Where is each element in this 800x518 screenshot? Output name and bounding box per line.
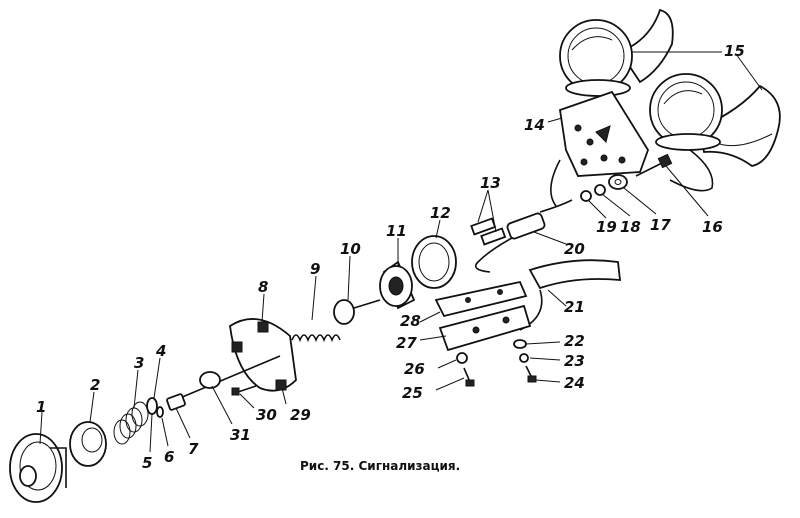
cap-2 [69, 421, 107, 467]
bolt-16 [635, 153, 673, 177]
hub-plate-8 [229, 318, 297, 392]
callout-10: 10 [340, 240, 361, 258]
callout-22: 22 [564, 332, 585, 350]
callout-7: 7 [188, 440, 199, 458]
horn-wire [550, 159, 561, 207]
horn-upper [559, 8, 674, 97]
callout-23: 23 [564, 352, 585, 370]
washer-18 [594, 184, 606, 196]
callout-3: 3 [134, 354, 144, 372]
callout-1: 1 [36, 398, 46, 416]
ring-11 [379, 260, 416, 310]
horn-bracket [558, 90, 649, 177]
callout-11: 11 [386, 222, 407, 240]
ring-4 [146, 397, 158, 415]
washer-6 [156, 406, 164, 418]
nut-23 [519, 353, 529, 363]
callout-17: 17 [650, 216, 671, 234]
callout-5: 5 [142, 454, 152, 472]
callout-26: 26 [404, 360, 425, 378]
callout-13: 13 [480, 174, 501, 192]
leader-lines [39, 51, 763, 453]
horn-button-1 [9, 433, 67, 503]
callout-4: 4 [155, 342, 166, 360]
callout-28: 28 [400, 312, 421, 330]
wire-middle [474, 237, 513, 273]
callout-15: 15 [724, 42, 745, 60]
washer-22 [513, 339, 527, 349]
callout-30: 30 [256, 406, 277, 424]
connector-20 [506, 199, 573, 240]
spring-3 [113, 401, 149, 445]
washer-17 [608, 174, 628, 190]
callout-8: 8 [258, 278, 268, 296]
callout-25: 25 [402, 384, 423, 402]
callout-20: 20 [564, 240, 585, 258]
bolt-24 [525, 365, 537, 383]
spring-holder-10 [333, 299, 381, 325]
plate-28 [434, 280, 528, 318]
callout-14: 14 [524, 116, 545, 134]
callout-2: 2 [90, 376, 100, 394]
callout-19: 19 [596, 218, 617, 236]
plate-27 [438, 304, 532, 352]
callout-24: 24 [564, 374, 585, 392]
sleeve-7 [166, 393, 186, 411]
spring-9 [291, 334, 341, 343]
callout-12: 12 [430, 204, 451, 222]
callout-21: 21 [564, 298, 585, 316]
bolt-25 [463, 367, 475, 387]
nut-26 [456, 352, 468, 364]
callout-9: 9 [310, 260, 320, 278]
callout-6: 6 [164, 448, 174, 466]
callout-31: 31 [230, 426, 251, 444]
nut-19 [580, 190, 592, 202]
ring-12 [411, 235, 457, 289]
figure-caption: Рис. 75. Сигнализация. [300, 459, 460, 473]
horn-lower [649, 73, 781, 167]
horn-wire-right [669, 149, 714, 192]
callout-16: 16 [702, 218, 723, 236]
clips-13 [470, 217, 507, 246]
callout-27: 27 [396, 334, 417, 352]
callout-18: 18 [620, 218, 641, 236]
screw-30 [231, 385, 257, 396]
hose-21 [528, 259, 622, 290]
callout-29: 29 [290, 406, 311, 424]
shaft-31 [179, 355, 281, 399]
